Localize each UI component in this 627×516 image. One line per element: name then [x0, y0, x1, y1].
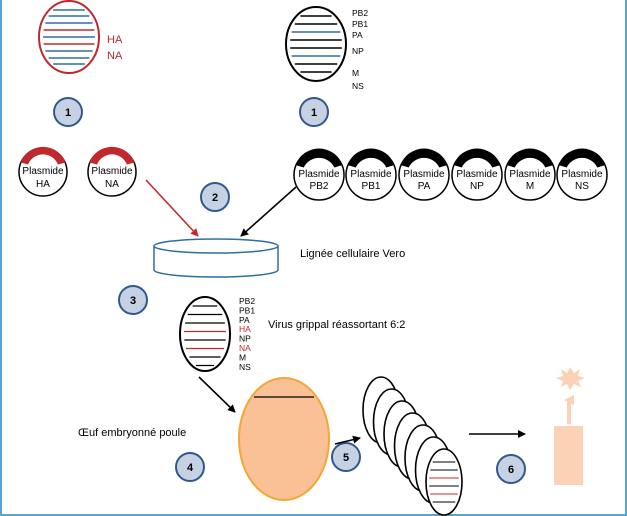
virus-right-segment-pb2: PB2	[352, 8, 368, 18]
plasmid-pb1-gene: PB1	[362, 181, 381, 192]
virus-right-segment-m: M	[352, 68, 359, 78]
arrow-virus-to-egg	[198, 376, 236, 413]
plasmid-na-gene: NA	[105, 179, 119, 190]
virus-right-segment-pb1: PB1	[352, 19, 368, 29]
step-3: 3	[118, 285, 148, 315]
step-5: 5	[331, 442, 361, 472]
reassortant-segment-label: M	[239, 352, 246, 362]
reassortant-segment-label: PA	[239, 315, 250, 325]
step-6-number: 6	[508, 464, 514, 476]
plasmid-pb2-word: Plasmide	[298, 169, 340, 180]
virus-right-segment-ns: NS	[352, 81, 364, 91]
plasmid-np-word: Plasmide	[456, 169, 498, 180]
plasmid-pa-word: Plasmide	[403, 169, 445, 180]
arrow-black-plasmids-to-cells	[240, 186, 297, 237]
step-3-number: 3	[130, 295, 136, 307]
plasmid-ha-word: Plasmide	[22, 166, 64, 177]
virus-left-segment-na: NA	[107, 50, 123, 62]
harvested-virus-stack	[362, 376, 463, 516]
plasmid-ns-word: Plasmide	[561, 169, 603, 180]
plasmid-ha: Plasmide HA	[18, 146, 68, 197]
plasmid-m-word: Plasmide	[509, 169, 551, 180]
plasmid-ns-gene: NS	[575, 181, 589, 192]
plasmid-pb2: Plasmide PB2	[293, 148, 345, 201]
harvested-virus	[425, 448, 463, 516]
step-1-right-number: 1	[311, 107, 317, 119]
plasmid-pa-gene: PA	[418, 181, 431, 192]
step-1-left: 1	[53, 97, 83, 127]
egg-label: Œuf embryonné poule	[78, 427, 186, 439]
reassortant-virus	[179, 296, 231, 372]
plasmid-pb1-word: Plasmide	[350, 169, 392, 180]
step-2: 2	[200, 182, 230, 212]
step-4-number: 4	[187, 462, 194, 474]
plasmid-ns: Plasmide NS	[556, 148, 608, 201]
reassortant-label: Virus grippal réassortant 6:2	[268, 319, 405, 331]
plasmid-m-gene: M	[526, 181, 534, 192]
reassortant-segment-label: HA	[239, 324, 251, 334]
plasmid-m: Plasmide M	[504, 148, 556, 201]
virus-right-segment-pa: PA	[352, 30, 363, 40]
virus-ha-na	[38, 0, 100, 74]
step-5-number: 5	[343, 452, 349, 464]
plasmid-pb2-gene: PB2	[310, 181, 329, 192]
arrow-egg-to-viruses	[334, 435, 361, 445]
plasmid-np-gene: NP	[470, 181, 484, 192]
reassortant-segment-label: PB1	[239, 305, 255, 315]
step-6: 6	[496, 454, 526, 484]
virus-internal-genes	[285, 6, 347, 82]
reassortant-segment-label: PB2	[239, 296, 255, 306]
arrow-red-plasmids-to-cells	[145, 179, 199, 237]
plasmid-np: Plasmide NP	[451, 148, 503, 201]
burst-icon	[556, 367, 585, 390]
step-1-right: 1	[299, 97, 329, 127]
cell-line-label: Lignée cellulaire Vero	[300, 248, 405, 260]
plasmid-pa: Plasmide PA	[398, 148, 450, 201]
plasmid-ha-gene: HA	[36, 179, 50, 190]
step-2-number: 2	[212, 192, 218, 204]
virus-left-segment-ha: HA	[107, 34, 123, 46]
reassortant-segment-label: NS	[239, 362, 251, 372]
plasmid-pb1: Plasmide PB1	[345, 148, 397, 201]
embryonated-egg	[238, 377, 330, 501]
step-1-left-number: 1	[65, 107, 71, 119]
virus-right-segment-np: NP	[352, 46, 364, 56]
plasmid-na: Plasmide NA	[87, 146, 137, 197]
reassortant-segment-label: NP	[239, 334, 251, 344]
step-4: 4	[175, 452, 205, 482]
plasmid-na-word: Plasmide	[91, 166, 133, 177]
vaccine-vial	[554, 367, 585, 485]
reassortant-segment-label: NA	[239, 343, 251, 353]
vero-cell-dish	[153, 238, 279, 278]
